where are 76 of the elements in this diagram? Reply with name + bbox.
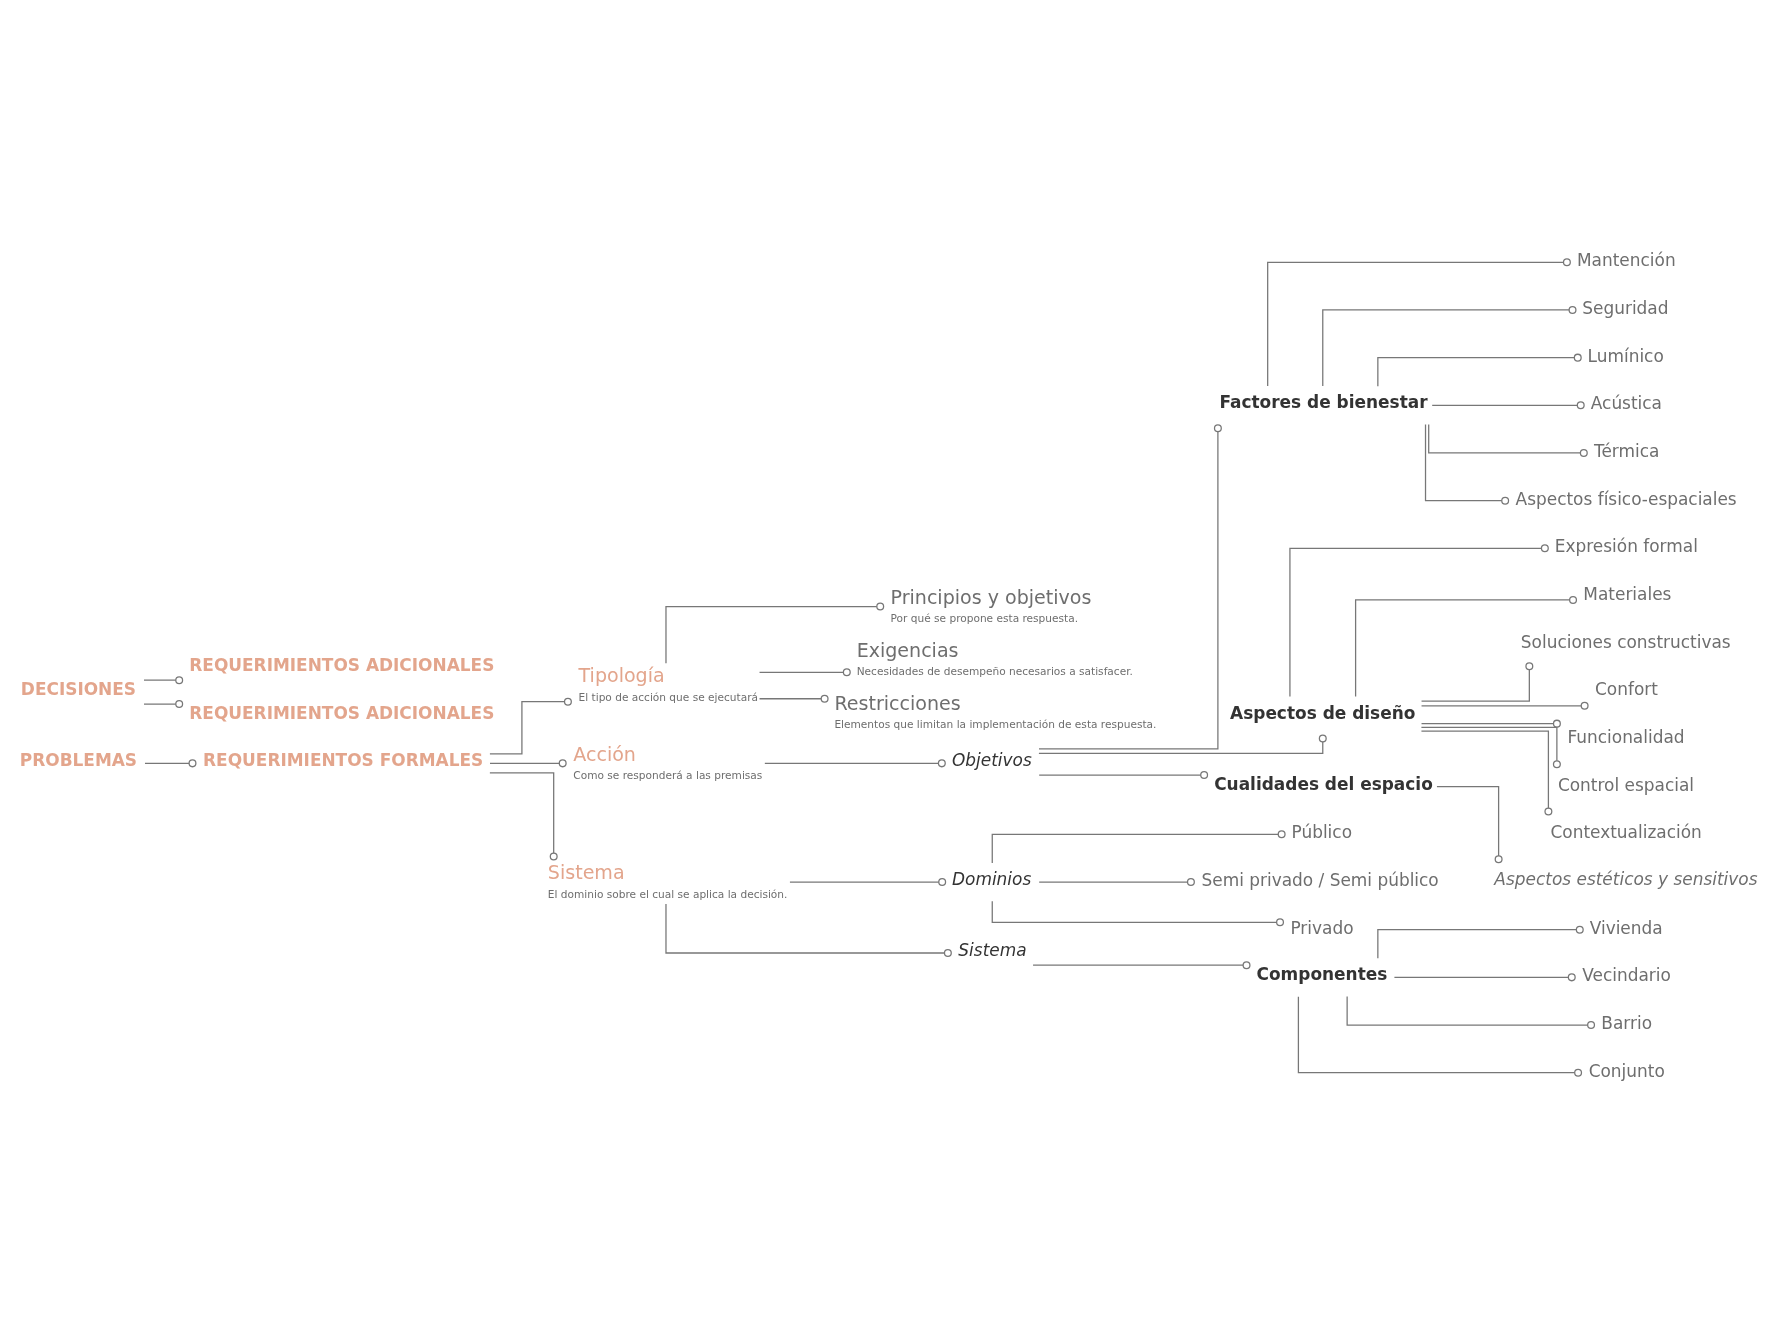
node-text: REQUERIMIENTOS FORMALES	[202, 750, 483, 771]
node-text: REQUERIMIENTOS ADICIONALES	[188, 655, 494, 675]
node-text: Expresión formal	[1554, 536, 1698, 557]
node-text: PROBLEMAS	[19, 750, 137, 771]
node-text: Mantención	[1576, 250, 1676, 271]
connector	[991, 830, 1286, 864]
connector	[1393, 973, 1576, 982]
node-text: DECISIONES	[20, 679, 136, 700]
node-text: Barrio	[1600, 1013, 1652, 1034]
connector	[1037, 734, 1327, 755]
node-text: Soluciones constructivas	[1520, 631, 1731, 652]
connector	[1354, 595, 1577, 698]
node-text: Acústica	[1590, 393, 1662, 414]
connector	[1288, 544, 1549, 698]
node-text: Confort	[1594, 679, 1658, 700]
node-text: Tipología El tipo de acción que se ejecutará	[578, 664, 758, 703]
connector	[1420, 701, 1589, 710]
node-text: Lumínico	[1587, 345, 1664, 366]
connector	[143, 759, 196, 768]
connector	[1031, 961, 1251, 970]
connector	[664, 903, 952, 957]
node-text: Principios y objetivos Por qué se propone esta respuesta.	[890, 585, 1091, 625]
connector	[142, 676, 183, 685]
connector	[1038, 878, 1195, 887]
node-text: Funcionalidad	[1566, 727, 1685, 748]
node-text: Aspectos físico-espaciales	[1515, 488, 1737, 509]
node-text: Privado	[1289, 917, 1354, 938]
node-text: Factores de bienestar	[1218, 392, 1428, 413]
connector	[664, 602, 884, 664]
connector	[142, 700, 183, 709]
connector	[991, 900, 1284, 927]
connector	[1420, 719, 1561, 728]
node-text: Semi privado / Semi público	[1200, 870, 1439, 891]
connector	[1424, 423, 1509, 505]
connector	[1431, 401, 1585, 410]
connector	[1420, 726, 1561, 769]
connector	[1346, 995, 1595, 1030]
node-text: Restricciones Elementos que limitan la implementación de esta respuesta.	[833, 691, 1156, 731]
connector	[1297, 996, 1582, 1077]
connector	[1420, 662, 1533, 702]
connector	[488, 697, 572, 755]
connector	[758, 668, 851, 677]
connector	[1266, 258, 1571, 387]
node-text: Acción Como se responderá a las premisas	[572, 742, 762, 782]
node-text: Sistema El dominio sobre el cual se aplica la decisión.	[547, 861, 787, 900]
node-text: Cualidades del espacio	[1213, 773, 1433, 794]
node-text: Sistema	[957, 939, 1027, 960]
connector	[1376, 353, 1582, 387]
node-text: Materiales	[1582, 584, 1671, 605]
node-text: Conjunto	[1588, 1060, 1665, 1081]
node-text: Aspectos estéticos y sensitivos	[1493, 868, 1757, 889]
node-text: Vecindario	[1581, 965, 1671, 986]
connector	[1435, 786, 1503, 864]
node-text: Vivienda	[1589, 917, 1663, 938]
node-text: Aspectos de diseño	[1229, 702, 1415, 723]
node-text: REQUERIMIENTOS ADICIONALES	[188, 702, 494, 723]
connector	[1037, 424, 1222, 750]
node-text: Objetivos	[951, 750, 1032, 771]
connector	[1321, 305, 1577, 387]
connector	[1427, 423, 1588, 457]
connector	[763, 759, 946, 768]
connector	[488, 759, 567, 768]
node-text: Dominios	[951, 868, 1031, 889]
connector	[1376, 925, 1584, 959]
node-text: Seguridad	[1581, 298, 1669, 318]
node-text: Térmica	[1593, 441, 1659, 462]
node-text: Componentes	[1256, 964, 1387, 985]
connector	[1420, 730, 1552, 816]
node-text: Público	[1291, 822, 1352, 843]
connector	[788, 878, 946, 887]
connector	[758, 694, 829, 703]
node-text: Contextualización	[1550, 822, 1702, 843]
connector	[1038, 771, 1208, 780]
node-text: Control espacial	[1557, 774, 1694, 795]
node-text: Exigencias Necesidades de desempeño necesarios a satisfacer.	[856, 638, 1133, 678]
connector	[488, 772, 558, 861]
